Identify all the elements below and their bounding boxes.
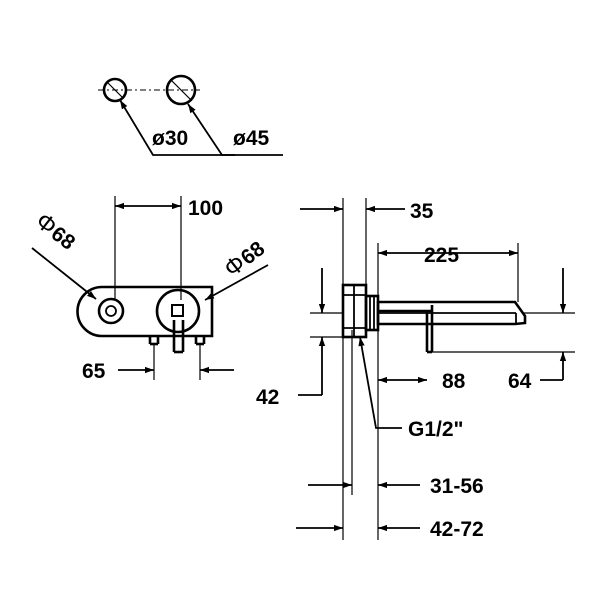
leader-g12 [358, 336, 402, 429]
label-d42-72: 42-72 [430, 518, 484, 541]
side-view [296, 198, 575, 540]
leader-d68-left [31, 247, 97, 300]
leader-d30 [119, 99, 235, 156]
label-d65: 65 [82, 360, 106, 383]
label-d88: 88 [442, 370, 466, 393]
front-view [31, 196, 269, 380]
hole-detail-view [98, 74, 283, 156]
label-g12: G1/2" [408, 418, 463, 441]
spout [376, 300, 527, 326]
wall-plate-outline [76, 285, 214, 338]
leader-d68-right [204, 264, 269, 301]
label-d35: 35 [410, 200, 434, 223]
leader-d45 [187, 103, 283, 156]
label-d68-left-group: Φ 68 [30, 207, 79, 254]
small-hole-circle [102, 77, 128, 103]
mixer-knob [155, 288, 201, 334]
label-d45: ø45 [233, 127, 270, 150]
label-d30: ø30 [152, 127, 188, 150]
label-d68-right-group: Φ 68 [219, 237, 269, 283]
flange [364, 294, 380, 332]
label-d42: 42 [256, 386, 279, 409]
large-hole-circle [165, 74, 197, 106]
label-d64: 64 [508, 370, 532, 393]
diverter-knob [97, 297, 125, 325]
label-d225: 225 [424, 244, 459, 267]
label-d100: 100 [188, 197, 223, 220]
label-d31-56: 31-56 [430, 475, 484, 498]
